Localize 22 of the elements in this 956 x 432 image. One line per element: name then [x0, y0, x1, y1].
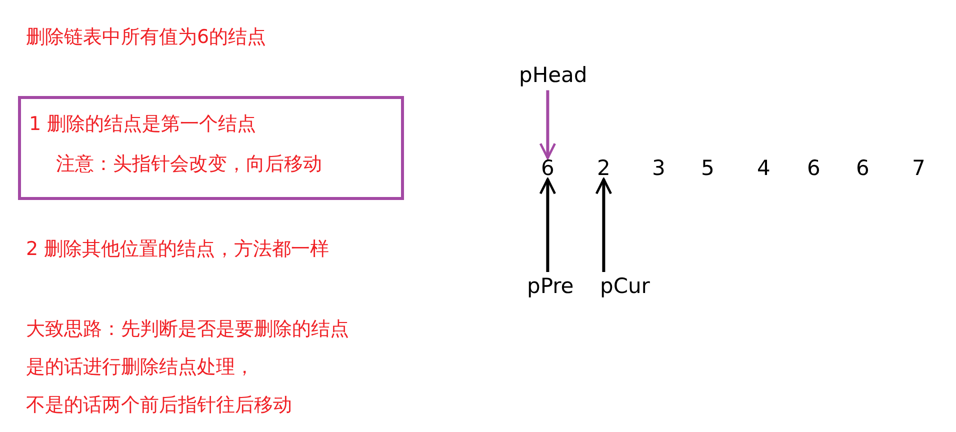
note-text: 2 删除其他位置的结点，方法都一样: [26, 238, 330, 261]
arrow: [539, 178, 556, 272]
list-value: 6: [807, 156, 820, 182]
list-value: 3: [652, 156, 666, 182]
note-text: 大致思路：先判断是否是要删除的结点: [26, 318, 349, 341]
pointer-label: pCur: [600, 274, 650, 300]
pointer-label: pHead: [519, 63, 588, 88]
pointer-label: pPre: [527, 274, 574, 300]
list-value: 4: [757, 156, 770, 182]
note-text: 1 删除的结点是第一个结点: [29, 113, 256, 136]
arrow: [539, 90, 556, 160]
list-value: 6: [856, 156, 870, 182]
note-box: [18, 96, 404, 200]
list-value: 5: [701, 156, 714, 182]
arrow: [595, 178, 612, 272]
list-value: 7: [912, 156, 926, 182]
note-text: 是的话进行删除结点处理，: [26, 356, 254, 379]
note-text: 不是的话两个前后指针往后移动: [26, 394, 292, 417]
note-text: 注意：头指针会改变，向后移动: [56, 153, 322, 176]
title-text: 删除链表中所有值为6的结点: [26, 26, 266, 49]
list-value: 2: [597, 156, 610, 182]
list-value: 6: [541, 156, 554, 182]
